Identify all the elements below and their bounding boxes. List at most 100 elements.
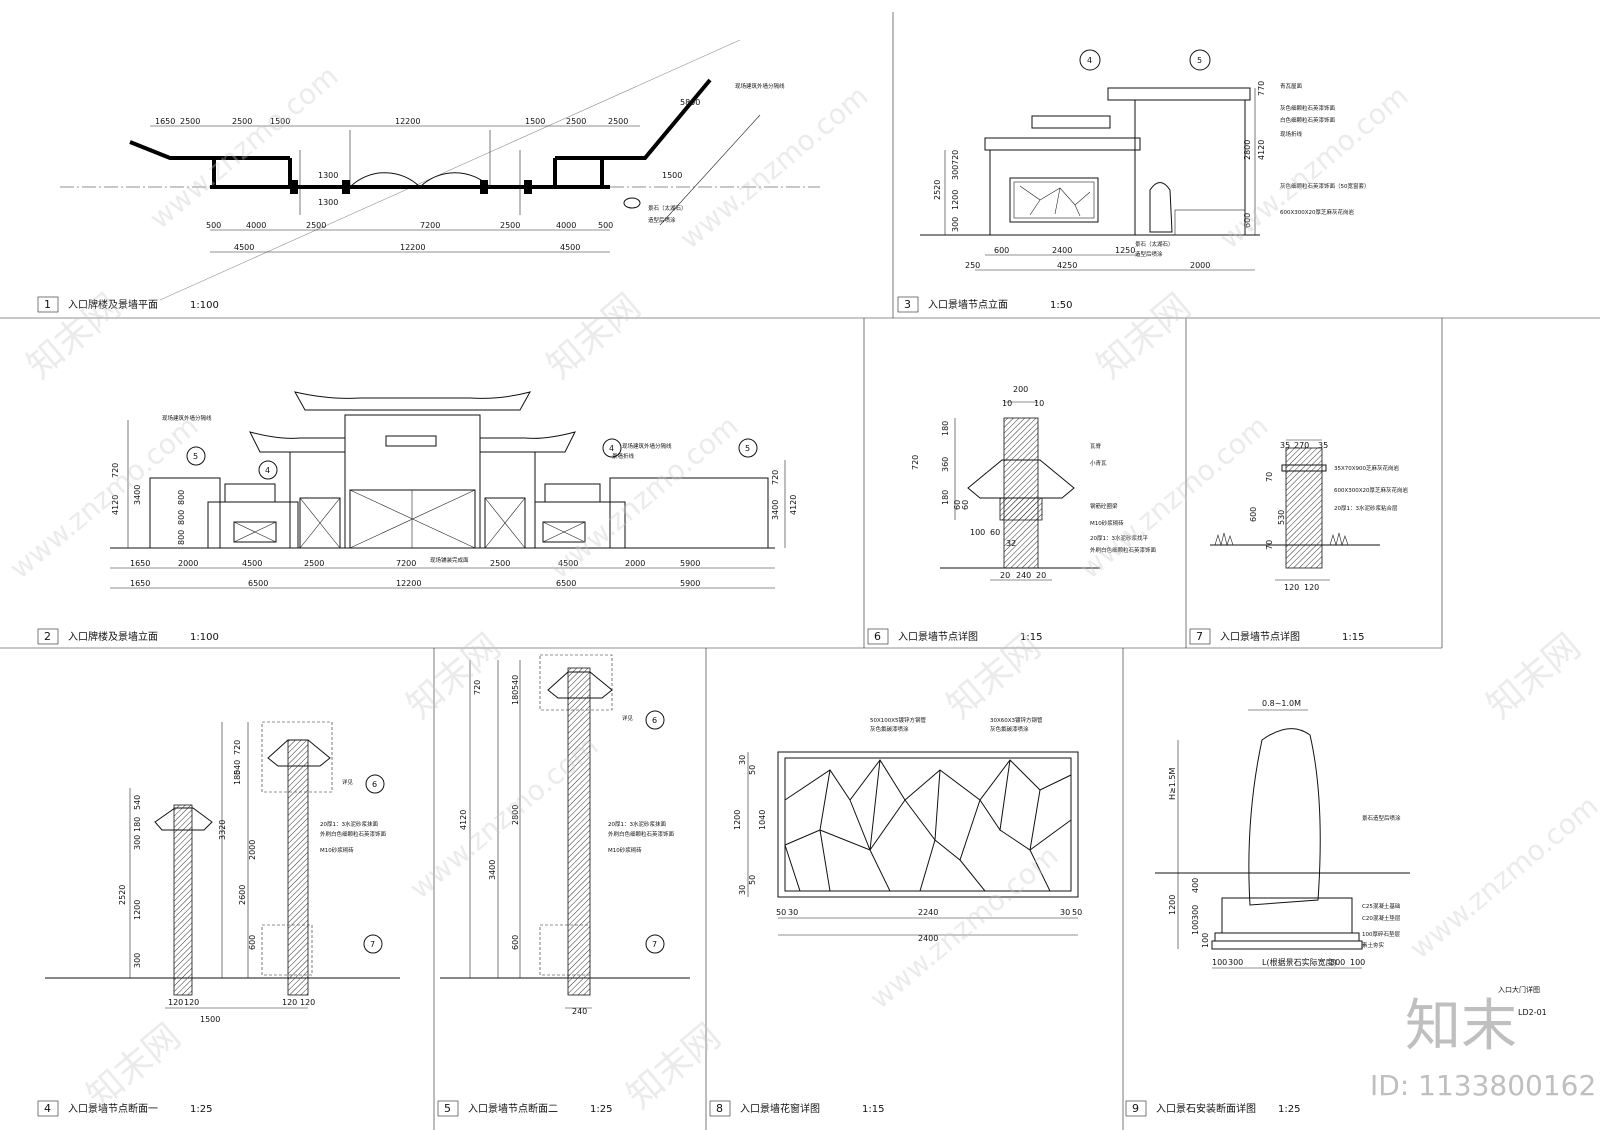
elev-callout-4-right	[602, 438, 622, 458]
node-b2-1: 4250	[1057, 261, 1077, 270]
node-note-1: 灰色细颗粒石英漆饰面	[1280, 104, 1336, 112]
elev-left-800b: 800	[177, 510, 186, 525]
watermark-site-6: www.znzmo.com	[1073, 409, 1274, 585]
plan-b2-1: 12200	[400, 243, 425, 252]
panel-title-3: 入口景墙节点立面	[928, 298, 1008, 311]
watermark-site-1: www.znzmo.com	[143, 59, 344, 235]
stone-note-1: C25混凝土基础	[1362, 902, 1401, 910]
window-note-2: 灰色氟碳漆喷涂	[870, 725, 909, 733]
panel-frames	[0, 12, 1600, 1130]
section2-note-1: 20厚1：3水泥砂浆抹面	[608, 820, 666, 828]
watermark-cn-2: 知末网	[539, 286, 648, 387]
elev-callout-5-right	[738, 438, 758, 458]
s1-vert-5: 300	[133, 953, 142, 968]
section2-note-2: 外刷白色细颗粒石英漆饰面	[608, 830, 675, 838]
st-vert-4: 100	[1191, 920, 1200, 935]
svg-text:6: 6	[372, 780, 377, 789]
section2-bottom-240: 240	[572, 1007, 587, 1016]
st-vert-2: 400	[1191, 878, 1200, 893]
plan-top-0: 1650	[155, 117, 175, 126]
window-bottom-2400: 2400	[918, 934, 938, 943]
section2-note-0: 详见	[622, 714, 634, 722]
panel-number-box-8	[709, 1100, 731, 1117]
st-vert-0: H≥1.5M	[1168, 768, 1177, 800]
s2-vert-0: 540	[511, 675, 520, 690]
stone-caption: 入口大门详图	[1498, 985, 1540, 994]
detail7-note-2: 20厚1：3水泥砂浆粘合层	[1334, 504, 1398, 512]
watermark-site-8: www.znzmo.com	[863, 839, 1064, 1015]
s1-bottom-3: 120	[282, 998, 297, 1007]
elev-d1-6: 4500	[558, 559, 578, 568]
elev-note-fold: 景墙折线	[612, 452, 635, 460]
section2-callout-6	[645, 710, 665, 730]
plan-b1-0: 500	[206, 221, 221, 230]
panel-scale-3: 1:50	[1050, 300, 1072, 311]
plan-b1-6: 500	[598, 221, 613, 230]
elev-d2-1: 6500	[248, 579, 268, 588]
panel-number-box-2	[37, 628, 59, 645]
d7-vert-3: 70	[1265, 540, 1274, 550]
watermark-cn-8: 知末网	[619, 1016, 728, 1117]
d6-vert-0: 180	[941, 421, 950, 436]
plan-b2-0: 4500	[234, 243, 254, 252]
panel-title-8: 入口景墙花窗详图	[740, 1102, 820, 1115]
plan-top-2: 2500	[232, 117, 252, 126]
panel-scale-6: 1:15	[1020, 632, 1042, 643]
node-left-300b: 300	[951, 217, 960, 232]
panel-title-9: 入口景石安装断面详图	[1156, 1102, 1256, 1115]
elev-d1-2: 4500	[242, 559, 262, 568]
detail6-note-1: 小青瓦	[1090, 459, 1107, 467]
window-note-4: 灰色氟碳漆喷涂	[990, 725, 1029, 733]
plan-top-4: 12200	[395, 117, 420, 126]
watermark-site-9: www.znzmo.com	[1403, 789, 1600, 965]
detail6-notes: 瓦脊小青瓦钢筋砼圈梁M10砂浆砌砖20厚1：3水泥砂浆找平外刷白色细颗粒石英漆饰…	[1090, 442, 1157, 554]
d7-top-0: 35	[1280, 441, 1290, 450]
st-bottom-4: 100	[1350, 958, 1365, 967]
s1-vert-12: 600	[248, 935, 257, 950]
detail6-note-5: 外刷白色细颗粒石英漆饰面	[1090, 546, 1157, 554]
d6-vert-3: 180	[941, 490, 950, 505]
section1-note-1: 20厚1：3水泥砂浆抹面	[320, 820, 378, 828]
panel-number-3: 3	[904, 298, 911, 311]
detail7-notes: 35X70X900芝麻灰花岗岩600X300X20厚芝麻灰花岗岩20厚1：3水泥…	[1334, 464, 1409, 512]
win-vert-0: 30	[738, 755, 747, 765]
svg-text:4: 4	[1087, 56, 1092, 65]
window-note-3: 30X60X3镀锌方钢管	[990, 716, 1043, 724]
st-bottom-3: 300	[1330, 958, 1345, 967]
s1-bottom-1: 120	[184, 998, 199, 1007]
panel-number-4: 4	[44, 1102, 51, 1115]
s1-bottom-0: 120	[168, 998, 183, 1007]
node-note-6: 景石（太湖石）	[1135, 240, 1174, 248]
panel-number-2: 2	[44, 630, 51, 643]
plan-note-paint: 造型后喷涂	[648, 216, 676, 224]
plan-top-7: 2500	[608, 117, 628, 126]
watermark-cn-6: 知末网	[1479, 626, 1588, 727]
d7-top-1: 270	[1294, 441, 1309, 450]
d6-vert-2: 720	[911, 455, 920, 470]
stone-note-2: C20混凝土垫层	[1362, 914, 1401, 922]
node-b2-2: 2000	[1190, 261, 1210, 270]
section2-callout-7	[645, 934, 665, 954]
node-left-2520: 2520	[933, 180, 942, 200]
panel-number-box-7	[1189, 628, 1211, 645]
elev-left-3400: 3400	[133, 485, 142, 505]
svg-text:7: 7	[652, 940, 657, 949]
s1-vert-6: 720	[233, 740, 242, 755]
elev-left-800a: 800	[177, 490, 186, 505]
panel-number-5: 5	[444, 1102, 451, 1115]
win-b1-4: 50	[1072, 908, 1082, 917]
detail7-note-0: 35X70X900芝麻灰花岗岩	[1334, 464, 1400, 472]
panel-scale-4: 1:25	[190, 1104, 212, 1115]
panel-scale-2: 1:100	[190, 632, 219, 643]
